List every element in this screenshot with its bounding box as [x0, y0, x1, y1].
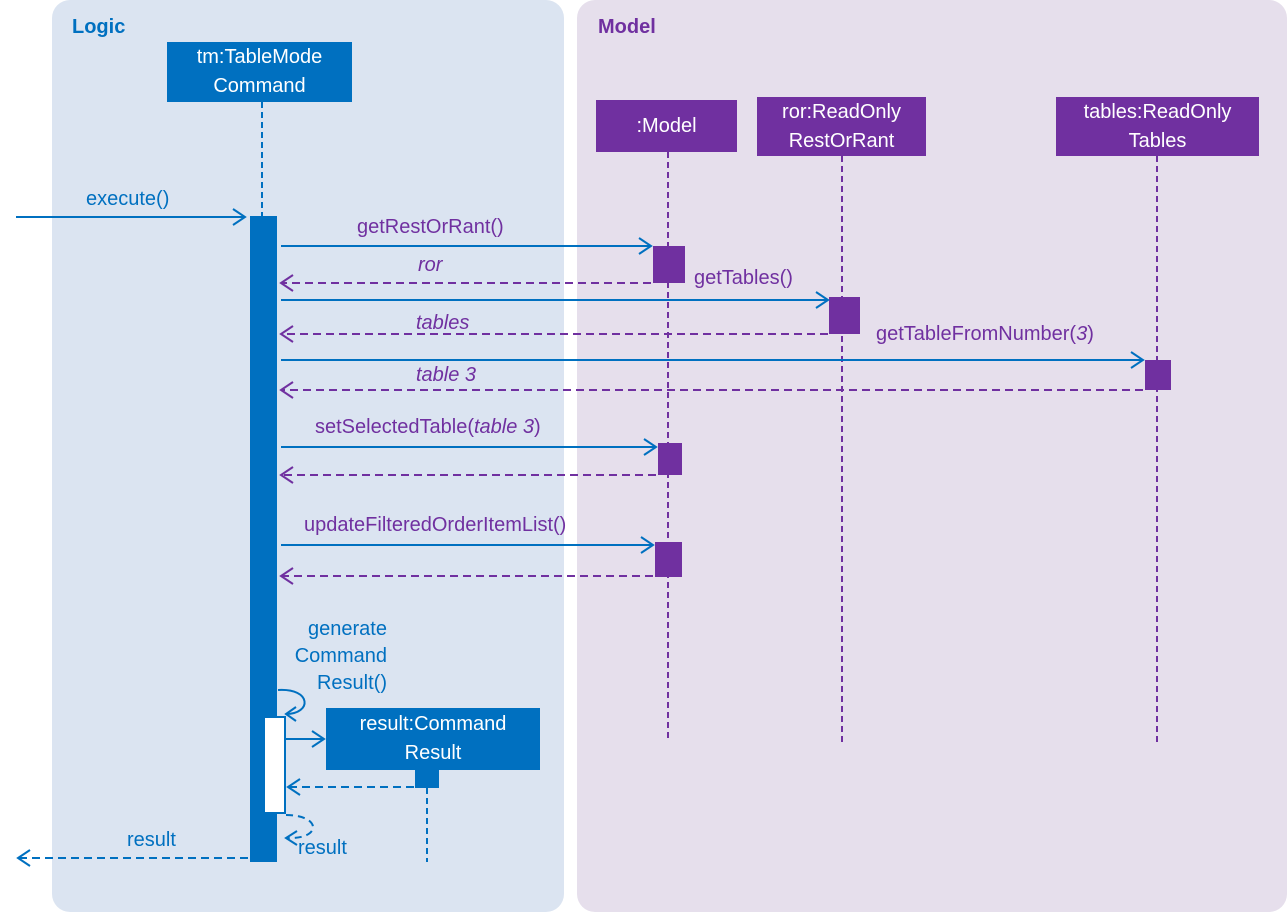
arrowhead-get-table-from-number — [1130, 351, 1145, 369]
arrowhead-final-result — [16, 849, 31, 867]
participant-tables-line1: tables:ReadOnly — [1083, 100, 1232, 123]
participant-command: tm:TableMode Command — [167, 42, 352, 102]
arrowhead-result-return — [286, 778, 301, 796]
label-final-result: result — [127, 829, 176, 851]
activation-command-nested — [263, 716, 286, 814]
activation-tables — [1145, 360, 1171, 390]
participant-result-line1: result:Command — [359, 713, 507, 735]
label-generate-line3: Result() — [317, 672, 387, 694]
participant-ror-line1: ror:ReadOnly — [782, 100, 901, 123]
label-set-selected-table: setSelectedTable(table 3) — [315, 416, 541, 438]
label-get-table-from-number: getTableFromNumber(3) — [876, 323, 1094, 345]
participant-result: result:Command Result — [326, 708, 540, 770]
label-ror-return: ror — [418, 254, 444, 276]
model-panel-title: Model — [598, 16, 656, 38]
activation-model-2 — [658, 443, 682, 475]
participant-tables: tables:ReadOnly Tables — [1056, 97, 1259, 156]
label-update-filtered: updateFilteredOrderItemList() — [304, 514, 566, 536]
arrowhead-set-selected-return — [279, 466, 294, 484]
arrowhead-update-filtered-return — [279, 567, 294, 585]
arrowhead-get-rest-or-rant — [638, 237, 653, 255]
arrowhead-tables-return — [279, 325, 294, 343]
arrowhead-create-result — [311, 730, 326, 748]
participant-command-line2: Command — [213, 75, 306, 97]
arrowhead-get-tables — [815, 291, 830, 309]
arrowhead-generate-self-call — [284, 706, 297, 722]
participant-command-line1: tm:TableMode — [196, 46, 323, 68]
label-execute: execute() — [86, 188, 169, 210]
participant-model: :Model — [596, 100, 737, 152]
label-result-self-return: result — [298, 837, 347, 859]
activation-model-3 — [655, 542, 682, 577]
arrowhead-table3-return — [279, 381, 294, 399]
participant-model-line1: :Model — [636, 114, 697, 137]
label-generate-line1: generate — [308, 618, 387, 640]
participant-ror-line2: RestOrRant — [788, 129, 895, 152]
activation-result — [415, 768, 439, 788]
activation-model-1 — [653, 246, 685, 283]
arrow-generate-self-call — [277, 688, 306, 715]
logic-panel-title: Logic — [72, 16, 126, 38]
arrowhead-result-self-return — [284, 830, 298, 846]
arrowhead-set-selected-table — [643, 438, 658, 456]
label-get-tables: getTables() — [694, 267, 793, 289]
label-generate-line2: Command — [295, 645, 387, 667]
label-table3-return: table 3 — [416, 364, 476, 386]
label-tables-return: tables — [416, 312, 469, 334]
arrow-result-self-return — [285, 814, 314, 840]
arrowhead-ror-return — [279, 274, 294, 292]
participant-ror: ror:ReadOnly RestOrRant — [757, 97, 926, 156]
label-get-rest-or-rant: getRestOrRant() — [357, 216, 504, 238]
arrowhead-update-filtered — [640, 536, 655, 554]
activation-ror — [829, 297, 860, 334]
participant-tables-line2: Tables — [1128, 129, 1187, 152]
arrowhead-execute — [232, 208, 247, 226]
participant-result-line2: Result — [404, 742, 462, 764]
